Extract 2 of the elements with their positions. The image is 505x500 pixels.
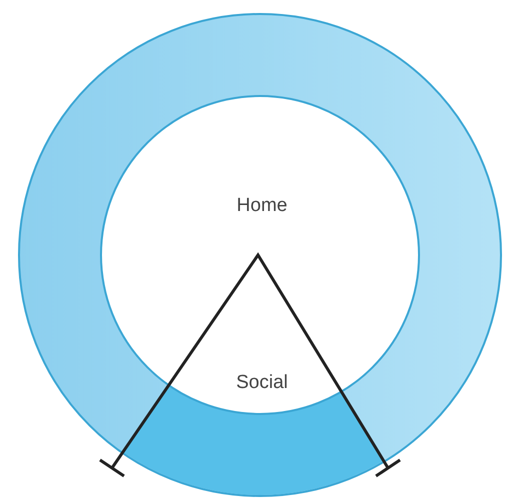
zone-label: Social bbox=[236, 372, 288, 394]
zone-label: Home bbox=[236, 195, 288, 217]
